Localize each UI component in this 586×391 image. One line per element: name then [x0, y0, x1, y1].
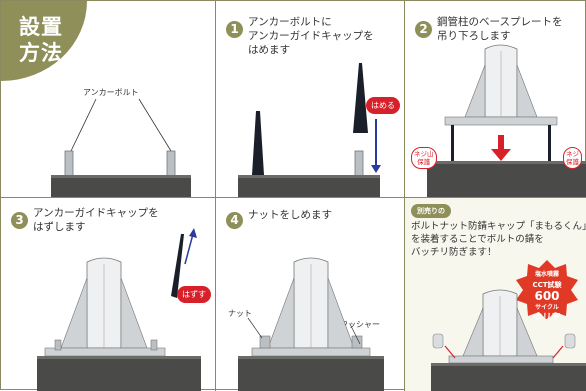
step-number: 3 [11, 212, 28, 229]
thread-protect-tag-left: ネジ山 保護 [411, 147, 437, 169]
attach-tag: はめる [366, 97, 400, 114]
tag-line: 保護 [566, 158, 579, 166]
promo-illustration [431, 260, 586, 391]
promo-text-line: ボルトナット防錆キャップ「まもるくん」 [411, 221, 586, 232]
tag-line: ネジ [566, 150, 579, 158]
star-line: CCT試験 [532, 281, 562, 289]
step-1-text: アンカーボルトに アンカーガイドキャップを はめます [248, 15, 374, 57]
step-number: 1 [226, 21, 243, 38]
remove-tag: はずす [177, 286, 211, 303]
thread-protect-tag-right: ネジ 保護 [563, 147, 582, 169]
star-line: 塩水噴霧 [534, 271, 559, 278]
step-4-illustration [238, 257, 384, 391]
star-line: サイクル [535, 304, 559, 311]
step-1-illustration [238, 63, 381, 197]
panel-anchor-bolts: アンカーボルト [1, 1, 215, 197]
star-line: 600 [534, 289, 560, 303]
badge-line2: 方法 [19, 41, 63, 65]
badge-line1: 設置 [19, 15, 63, 39]
panel-step-1: 1 アンカーボルトに アンカーガイドキャップを はめます はめる [216, 1, 404, 197]
anchor-bolt-label: アンカーボルト [83, 88, 139, 97]
star-line: クリア [533, 313, 561, 323]
promo-text-line: を装着することでボルトの錆を [411, 234, 544, 245]
step-text-line: アンカーボルトに [248, 16, 332, 28]
panel-step-3: 3 アンカーガイドキャップを はずします はずす [1, 198, 215, 391]
panel-step-2: 2 鋼管柱のベースプレートを 吊り下ろします ネジ山 保護 [405, 1, 586, 197]
anchor-bolt-illustration [51, 98, 191, 197]
panel-rust-cap-promo: 別売りの ボルトナット防錆キャップ「まもるくん」 を装着することでボルトの錆を … [405, 198, 586, 391]
tag-line: 保護 [417, 158, 431, 166]
divider [404, 1, 405, 391]
nut-label: ナット [228, 309, 252, 318]
step-number: 2 [415, 21, 432, 38]
promo-text: ボルトナット防錆キャップ「まもるくん」 を装着することでボルトの錆を バッチリ防… [411, 220, 586, 259]
step-text-line: アンカーガイドキャップを [248, 30, 374, 42]
step-2-illustration [427, 44, 586, 197]
divider [215, 1, 216, 391]
step-text-line: はずします [33, 221, 86, 233]
step-text-line: ナットをしめます [248, 209, 332, 221]
step-2-text: 鋼管柱のベースプレートを 吊り下ろします [437, 15, 562, 43]
cct-test-starburst: 塩水噴霧 CCT試験 600 サイクル クリア [521, 270, 573, 323]
step-number: 4 [226, 212, 243, 229]
step-text-line: はめます [248, 44, 290, 56]
step-text-line: 吊り下ろします [437, 30, 511, 42]
step-3-illustration [37, 228, 201, 391]
step-4-text: ナットをしめます [248, 208, 332, 222]
step-text-line: アンカーガイドキャップを [33, 207, 159, 219]
sold-separately-tag: 別売りの [411, 204, 451, 218]
tag-line: ネジ山 [414, 150, 434, 158]
step-text-line: 鋼管柱のベースプレートを [437, 16, 563, 28]
divider [1, 197, 586, 198]
promo-text-line: バッチリ防ぎます！ [411, 247, 497, 258]
panel-step-4: 4 ナットをしめます ナット ワッシャー [216, 198, 404, 391]
washer-label: ワッシャー [340, 320, 380, 329]
step-3-text: アンカーガイドキャップを はずします [33, 206, 159, 234]
